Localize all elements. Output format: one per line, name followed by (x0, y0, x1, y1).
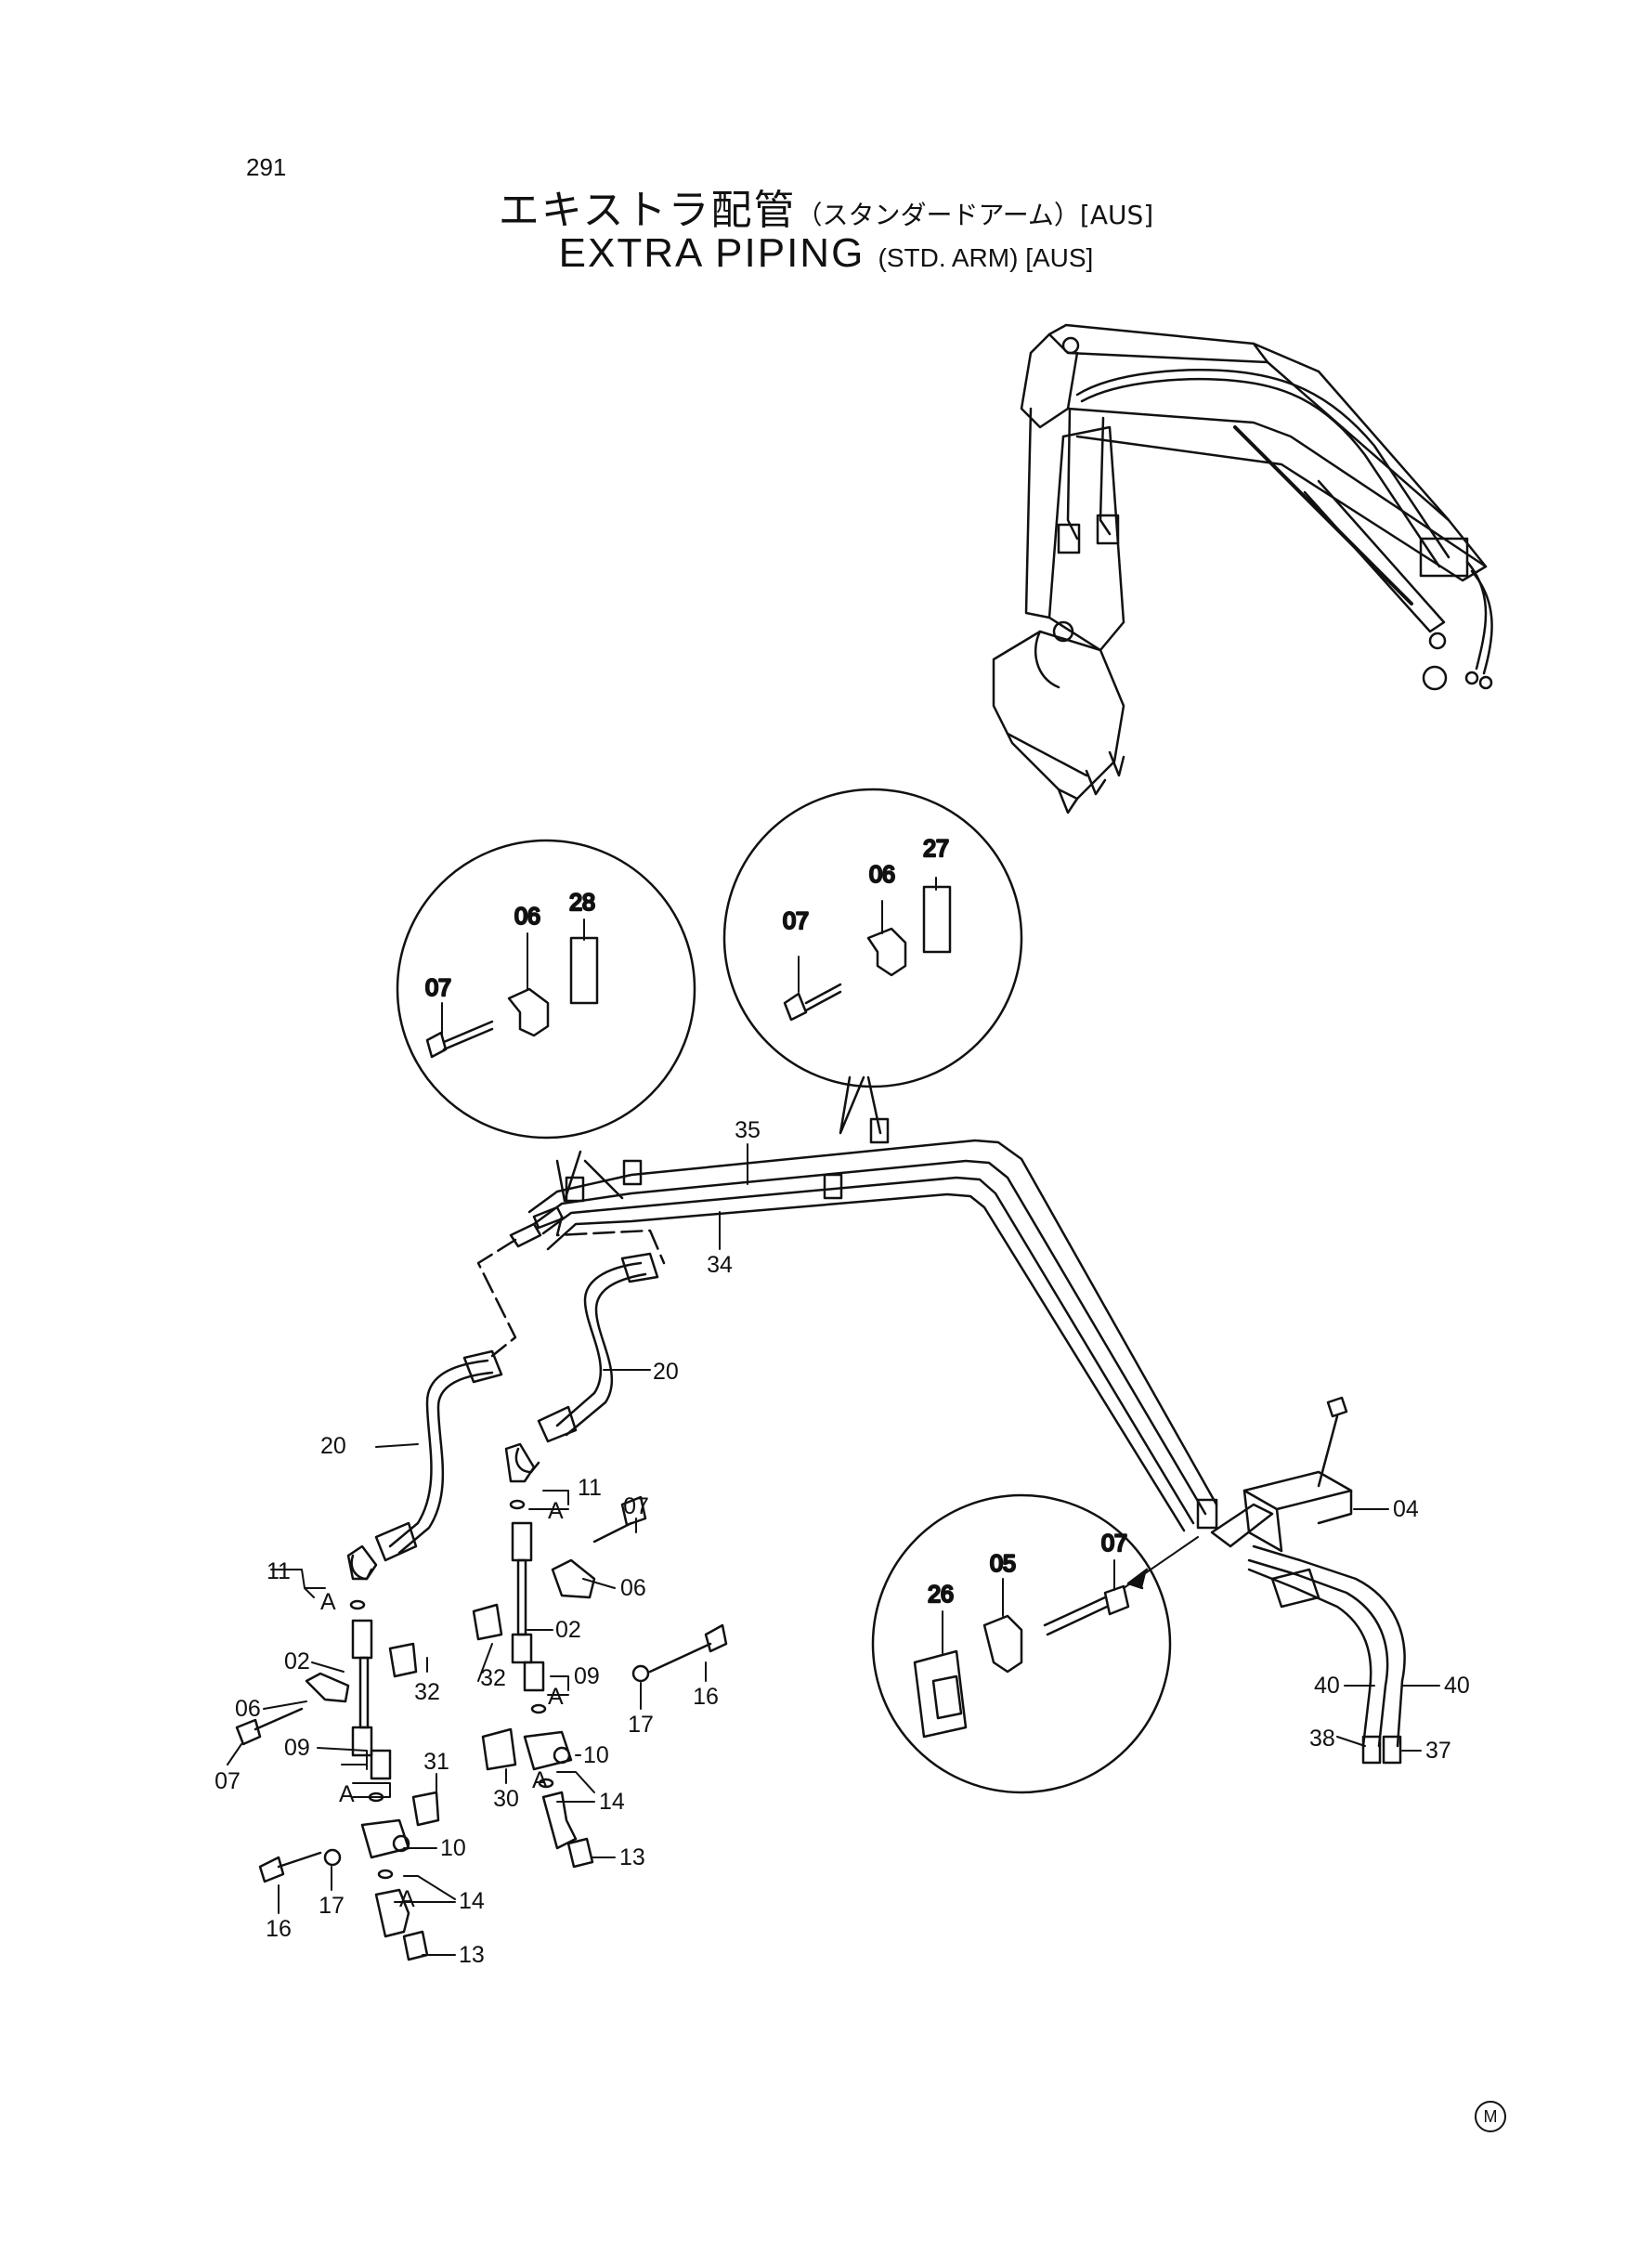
callout-38: 38 (1309, 1726, 1335, 1752)
callout-32: 32 (480, 1665, 506, 1691)
callout-09: 09 (574, 1663, 600, 1689)
callout-a: A (532, 1767, 548, 1793)
callout-02: 02 (555, 1617, 581, 1643)
callout-11: 11 (267, 1558, 291, 1584)
callout-32: 32 (414, 1679, 440, 1705)
callout-a: A (399, 1886, 415, 1912)
callout-14: 14 (599, 1789, 625, 1815)
callout-05: 05 (990, 1551, 1016, 1577)
callout-a: A (320, 1589, 336, 1615)
callout-07: 07 (783, 908, 809, 934)
pipe-lines (509, 1075, 1218, 1590)
bracket-and-hoses (1210, 1396, 1406, 1765)
hose-right (514, 1252, 659, 1474)
callout-37: 37 (1425, 1738, 1451, 1764)
callout-28: 28 (569, 890, 595, 916)
callout-16: 16 (266, 1916, 292, 1942)
callout-14: 14 (459, 1888, 485, 1914)
hose-left (350, 1349, 503, 1581)
callout-06: 06 (514, 904, 540, 930)
title-english: EXTRA PIPING (STD. ARM) [AUS] (0, 230, 1652, 277)
callout-20: 20 (653, 1359, 679, 1385)
callout-10: 10 (440, 1835, 466, 1861)
leader-lines (227, 1143, 1440, 1956)
page-number: 291 (246, 153, 287, 181)
callout-09: 09 (284, 1735, 310, 1761)
callout-04: 04 (1393, 1496, 1419, 1522)
callout-35: 35 (735, 1117, 761, 1143)
callout-07: 07 (425, 975, 451, 1001)
callout-31: 31 (423, 1749, 449, 1775)
callout-30: 30 (493, 1786, 519, 1812)
callout-labels: 35 34 20 20 11 11 A A A A A A 07 07 06 0… (215, 1117, 1470, 1968)
callout-07: 07 (1101, 1531, 1127, 1557)
callout-06: 06 (869, 862, 895, 888)
callout-06: 06 (235, 1696, 261, 1722)
right-fitting-stack (472, 1442, 728, 1869)
callout-a: A (548, 1684, 564, 1710)
callout-07: 07 (215, 1768, 241, 1794)
title-english-sub: (STD. ARM) [AUS] (878, 243, 1094, 272)
title-japanese-sub: （スタンダードアーム）[AUS] (796, 200, 1154, 230)
title-english-main: EXTRA PIPING (558, 230, 865, 276)
detail-circle-left: 07 06 28 (396, 839, 696, 1140)
callout-40: 40 (1314, 1673, 1340, 1699)
callout-17: 17 (628, 1712, 654, 1738)
excavator-arm-overview (992, 323, 1493, 814)
callout-20: 20 (320, 1433, 346, 1459)
callout-11: 11 (578, 1475, 602, 1501)
callout-17: 17 (319, 1893, 345, 1919)
callout-16: 16 (693, 1684, 719, 1710)
callout-26: 26 (928, 1582, 954, 1608)
m-mark-symbol: M (1475, 2101, 1506, 2132)
callout-27: 27 (923, 836, 949, 862)
callout-34: 34 (707, 1252, 733, 1278)
detail-circle-bottom: 26 05 07 (871, 1493, 1172, 1794)
connection-dash-lines (476, 1215, 666, 1358)
callout-40: 40 (1444, 1673, 1470, 1699)
callout-06: 06 (620, 1575, 646, 1601)
title-japanese: エキストラ配管（スタンダードアーム）[AUS] (0, 176, 1652, 236)
callout-13: 13 (619, 1844, 645, 1870)
detail-circle-middle: 07 06 27 (722, 788, 1023, 1088)
callout-10: 10 (583, 1742, 609, 1768)
callout-a: A (339, 1781, 355, 1807)
title-japanese-main: エキストラ配管 (498, 187, 797, 234)
callout-07: 07 (623, 1493, 649, 1519)
callout-02: 02 (284, 1648, 310, 1674)
callout-a: A (548, 1498, 564, 1524)
callout-13: 13 (459, 1942, 485, 1968)
